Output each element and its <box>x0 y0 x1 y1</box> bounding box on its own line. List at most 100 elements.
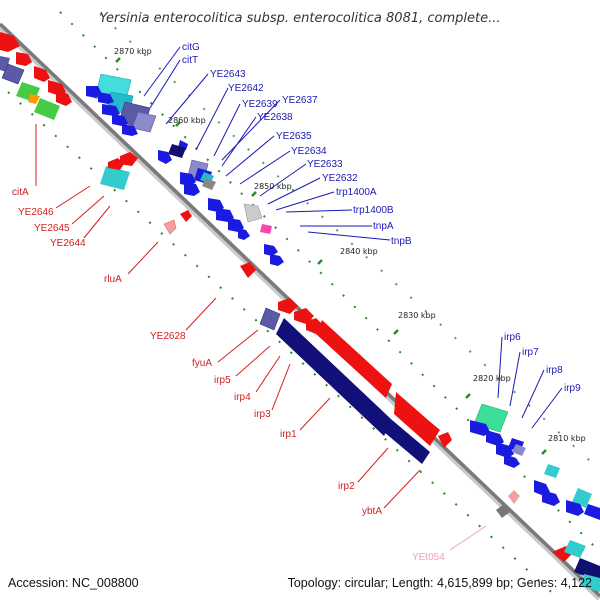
gene-label-irp4[interactable]: irp4 <box>234 392 251 403</box>
gene-label-YE2632[interactable]: YE2632 <box>322 173 358 184</box>
gene-arrow[interactable] <box>278 298 298 314</box>
gene-arrow[interactable] <box>504 454 520 468</box>
gene-label-YE2646[interactable]: YE2646 <box>18 207 54 218</box>
gene-arrow[interactable] <box>168 144 186 158</box>
gene-arrow[interactable] <box>34 66 50 82</box>
gene-arrow[interactable] <box>260 224 272 234</box>
gene-label-YE2635[interactable]: YE2635 <box>276 131 312 142</box>
gene-label-YE2633[interactable]: YE2633 <box>307 159 343 170</box>
gene-arrow[interactable] <box>0 56 10 72</box>
ruler-label: 2810 kbp <box>548 434 586 443</box>
gene-label-irp2[interactable]: irp2 <box>338 481 355 492</box>
gene-arrow[interactable] <box>1 63 25 85</box>
guide-dots <box>7 11 600 600</box>
gene-label-YE2638[interactable]: YE2638 <box>257 112 293 123</box>
reverse-strand-features <box>0 32 600 592</box>
gene-label-irp6[interactable]: irp6 <box>504 332 521 343</box>
gene-label-YE2643[interactable]: YE2643 <box>210 69 246 80</box>
gene-arrow[interactable] <box>259 307 281 331</box>
gene-arrow[interactable] <box>294 308 314 324</box>
gene-arrow[interactable] <box>508 490 520 504</box>
rna-gene-labels: YEt054 <box>412 552 445 563</box>
gene-arrow[interactable] <box>102 104 120 116</box>
gene-arrow[interactable] <box>486 430 504 446</box>
ruler-label: 2870 kbp <box>114 47 152 56</box>
gene-arrow[interactable] <box>158 150 172 164</box>
forward-gene-labels: citG citT YE2643 YE2642 YE2639 YE2637 YE… <box>182 42 581 394</box>
gene-arrow[interactable] <box>100 166 130 190</box>
gene-arrow[interactable] <box>394 392 440 446</box>
gene-label-YEt054[interactable]: YEt054 <box>412 552 445 563</box>
gene-arrow[interactable] <box>438 432 452 448</box>
gene-arrow[interactable] <box>202 178 216 190</box>
gene-arrow[interactable] <box>572 488 592 508</box>
ruler-tick-2810: 2810 kbp <box>541 434 586 455</box>
forward-strand-features <box>86 73 600 520</box>
gene-arrow[interactable] <box>544 464 560 478</box>
gene-arrow[interactable] <box>98 92 114 104</box>
gene-arrow[interactable] <box>28 94 40 104</box>
ruler-label: 2820 kbp <box>473 374 511 383</box>
gene-label-irp1[interactable]: irp1 <box>280 429 297 440</box>
gene-label-YE2644[interactable]: YE2644 <box>50 238 86 249</box>
gene-arrow[interactable] <box>208 198 224 212</box>
gene-arrow[interactable] <box>108 158 124 170</box>
gene-label-ybtA[interactable]: ybtA <box>362 506 382 517</box>
gene-arrow[interactable] <box>56 90 72 106</box>
gene-label-citT[interactable]: citT <box>182 55 198 66</box>
gene-arrow[interactable] <box>34 98 60 120</box>
gene-label-citG[interactable]: citG <box>182 42 200 53</box>
gene-label-irp8[interactable]: irp8 <box>546 365 563 376</box>
gene-label-irp9[interactable]: irp9 <box>564 383 581 394</box>
gene-label-YE2645[interactable]: YE2645 <box>34 223 70 234</box>
ruler-tick-2840: 2840 kbp <box>317 247 378 265</box>
gene-label-YE2637[interactable]: YE2637 <box>282 95 318 106</box>
gene-arrow[interactable] <box>496 504 510 518</box>
gene-label-YE2639[interactable]: YE2639 <box>242 99 278 110</box>
gene-arrow[interactable] <box>470 420 490 436</box>
gene-arrow[interactable] <box>384 420 430 464</box>
gene-arrow[interactable] <box>120 152 138 166</box>
gene-label-trp1400B[interactable]: trp1400B <box>353 205 394 216</box>
gene-arrow[interactable] <box>112 114 128 126</box>
gene-arrow[interactable] <box>512 444 526 456</box>
gene-arrow[interactable] <box>238 228 250 240</box>
gene-arrow[interactable] <box>542 490 560 506</box>
gene-arrow[interactable] <box>16 52 32 66</box>
gene-label-YE2628[interactable]: YE2628 <box>150 331 186 342</box>
gene-arrow[interactable] <box>163 219 177 235</box>
gene-label-trp1400A[interactable]: trp1400A <box>336 187 377 198</box>
gene-label-irp3[interactable]: irp3 <box>254 409 271 420</box>
gene-arrow[interactable] <box>184 182 200 196</box>
ruler-tick-2870: 2870 kbp <box>114 47 152 63</box>
gene-arrow[interactable] <box>564 540 586 558</box>
gene-arrow[interactable] <box>240 262 256 278</box>
gene-arrow[interactable] <box>180 210 192 222</box>
gene-arrow[interactable] <box>243 203 263 223</box>
gene-arrow[interactable] <box>122 124 138 136</box>
gene-label-irp5[interactable]: irp5 <box>214 375 231 386</box>
ruler-label: 2860 kbp <box>168 116 206 125</box>
gene-label-YE2634[interactable]: YE2634 <box>291 146 327 157</box>
gene-label-rluA[interactable]: rluA <box>104 274 122 285</box>
gene-label-YE2642[interactable]: YE2642 <box>228 83 264 94</box>
reverse-gene-labels: citA YE2646 YE2645 YE2644 rluA YE2628 fy… <box>12 187 382 517</box>
ruler-tick-2850: 2850 kbp <box>251 182 292 197</box>
gene-arrow[interactable] <box>580 574 600 592</box>
gene-arrow[interactable] <box>0 32 20 52</box>
gene-arrow[interactable] <box>276 318 392 436</box>
gene-arrow[interactable] <box>566 500 584 516</box>
ruler-label: 2830 kbp <box>398 311 436 320</box>
gene-label-irp7[interactable]: irp7 <box>522 347 539 358</box>
gene-arrow[interactable] <box>316 320 392 398</box>
gene-label-tnpB[interactable]: tnpB <box>391 236 412 247</box>
gene-label-tnpA[interactable]: tnpA <box>373 221 394 232</box>
gene-arrow[interactable] <box>584 504 600 520</box>
gene-label-fyuA[interactable]: fyuA <box>192 358 212 369</box>
gene-arrow[interactable] <box>264 244 278 256</box>
map-title: Yersinia enterocolitica subsp. enterocol… <box>99 11 500 26</box>
gene-label-citA[interactable]: citA <box>12 187 29 198</box>
gene-arrow[interactable] <box>131 111 157 133</box>
gene-arrow[interactable] <box>574 558 600 582</box>
gene-arrow[interactable] <box>270 254 284 266</box>
